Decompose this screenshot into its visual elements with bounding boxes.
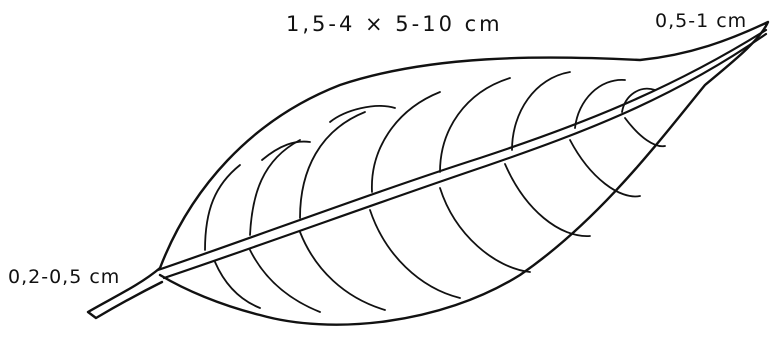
lower-veins [214,117,666,313]
vein-lower-3 [299,231,386,311]
vein-lower-1 [214,261,261,309]
vein-lower-6 [504,163,591,237]
petiole-length-label: 0,2-0,5 cm [8,266,121,288]
vein-upper-1 [204,164,241,251]
upper-veins [204,71,656,251]
vein-upper-2 [249,139,301,236]
vein-upper-8 [621,87,656,113]
midrib-upper [156,28,768,272]
vein-lower-2 [249,249,321,313]
vein-upper-6 [511,71,571,151]
vein-lower-8 [624,117,666,148]
vein-lower-7 [569,139,641,198]
vein-upper-7 [574,79,626,129]
midrib-lower [162,32,768,280]
petiole [86,266,164,320]
vein-upper-9 [329,105,396,123]
vein-lower-5 [439,187,531,273]
tip-length-label: 0,5-1 cm [655,10,748,32]
vein-upper-5 [439,77,511,173]
leaf-size-label: 1,5-4 × 5-10 cm [286,12,503,36]
vein-upper-10 [261,140,311,161]
vein-lower-4 [369,209,461,299]
vein-upper-3 [299,111,366,219]
vein-upper-4 [371,91,441,193]
